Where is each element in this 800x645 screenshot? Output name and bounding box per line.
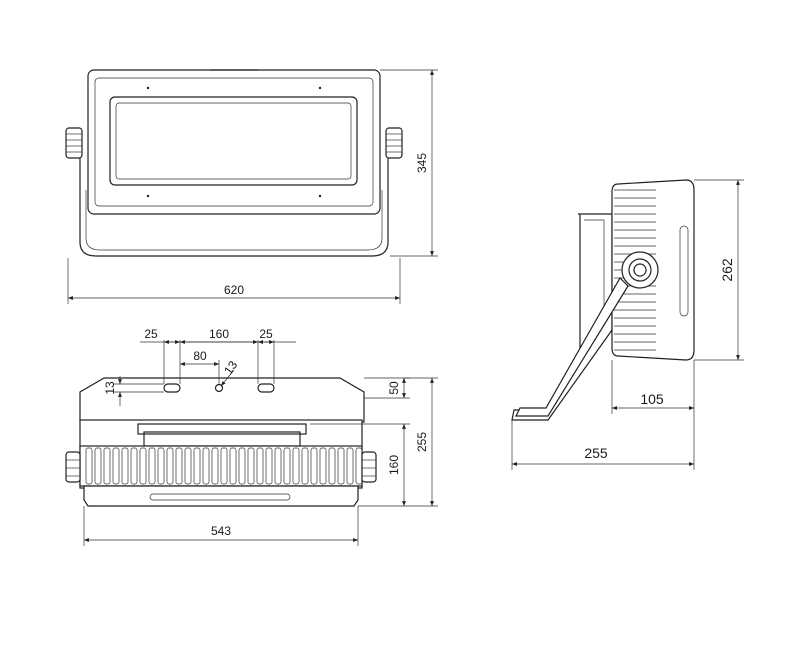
fin: [166, 447, 174, 485]
dim-top-body: 160: [310, 423, 410, 507]
dim-front-height: 345: [380, 69, 438, 257]
fin: [94, 447, 102, 485]
dim-label: 25: [144, 327, 158, 341]
dim-label: 160: [209, 327, 229, 341]
dim-label: 255: [415, 432, 429, 452]
fin: [256, 447, 264, 485]
dim-front-width: 620: [67, 258, 401, 304]
fin: [148, 447, 156, 485]
fin: [265, 447, 273, 485]
dim-label: 255: [584, 445, 608, 461]
dim-label: 105: [640, 391, 664, 407]
fin: [211, 447, 219, 485]
fin: [193, 447, 201, 485]
fin: [85, 447, 93, 485]
fin: [220, 447, 228, 485]
dim-top-slots: 25 160 25: [140, 327, 296, 384]
dim-label: 262: [719, 258, 735, 282]
dim-label: 543: [211, 524, 231, 538]
fin: [301, 447, 309, 485]
fin: [283, 447, 291, 485]
fin: [121, 447, 129, 485]
dim-label: 25: [259, 327, 273, 341]
fin: [337, 447, 345, 485]
dim-top-half: 80: [180, 349, 220, 384]
left-knob: [65, 127, 83, 159]
front-view: [65, 69, 403, 257]
fin: [112, 447, 120, 485]
fin: [274, 447, 282, 485]
fin: [238, 447, 246, 485]
fin: [157, 447, 165, 485]
fin: [346, 447, 354, 485]
dim-label: 13: [103, 381, 117, 395]
dim-side-body: 105: [611, 360, 695, 470]
dim-top-width: 543: [83, 506, 359, 546]
dim-top-slot-height: 13: [103, 376, 164, 406]
dim-label: 50: [387, 381, 401, 395]
dim-label: 620: [224, 283, 244, 297]
dim-label: 345: [415, 153, 429, 173]
fin: [247, 447, 255, 485]
fin: [328, 447, 336, 485]
fin: [292, 447, 300, 485]
heatsink-fins: [85, 447, 363, 485]
top-view: [65, 377, 377, 507]
dim-side-height: 262: [694, 179, 744, 361]
fin: [175, 447, 183, 485]
dim-top-overall: 255: [404, 377, 438, 507]
fin: [139, 447, 147, 485]
side-view: [511, 179, 695, 421]
right-knob: [385, 127, 403, 159]
dim-side-overall: 255: [511, 420, 694, 470]
dim-label: 160: [387, 455, 401, 475]
fin: [229, 447, 237, 485]
fin: [319, 447, 327, 485]
fin: [310, 447, 318, 485]
fin: [130, 447, 138, 485]
fin: [103, 447, 111, 485]
fin: [184, 447, 192, 485]
fin: [202, 447, 210, 485]
dim-label: 80: [193, 349, 207, 363]
dim-top-bracket: 50: [364, 377, 410, 399]
dim-label: 13: [221, 358, 240, 377]
